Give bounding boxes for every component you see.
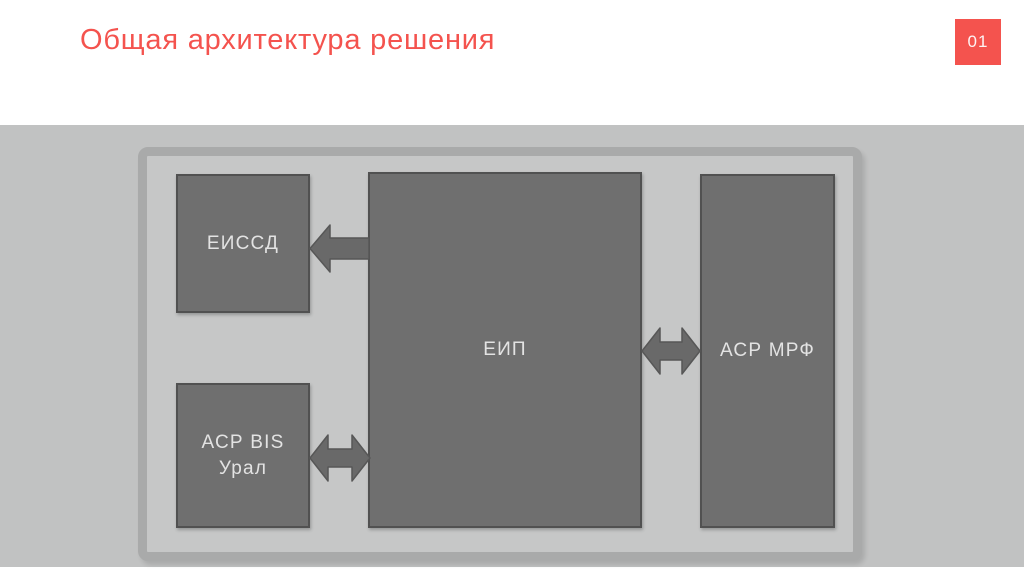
connector-bis-eip-bidirectional	[309, 434, 371, 482]
connector-eip-to-eissd	[309, 224, 370, 273]
arrow-left-icon	[309, 224, 370, 273]
box-asr-mrf: АСР МРФ	[700, 174, 835, 528]
box-asr-mrf-label: АСР МРФ	[719, 340, 816, 362]
connector-eip-mrf-bidirectional	[641, 327, 701, 375]
arrow-double-horizontal-icon	[309, 434, 371, 482]
box-eissd-label: ЕИССД	[206, 232, 280, 254]
box-asr-bis-ural: АСР BIS Урал	[176, 383, 310, 528]
page-number: 01	[967, 32, 989, 51]
box-eissd: ЕИССД	[176, 174, 310, 313]
page-number-badge: 01	[955, 19, 1001, 65]
box-asr-bis-ural-label-line2: Урал	[218, 457, 268, 479]
box-eip-label: ЕИП	[483, 339, 527, 361]
box-eip: ЕИП	[368, 172, 642, 528]
page-title: Общая архитектура решения	[80, 24, 496, 56]
arrow-double-horizontal-icon	[641, 327, 701, 375]
box-asr-bis-ural-label-line1: АСР BIS	[201, 431, 285, 453]
